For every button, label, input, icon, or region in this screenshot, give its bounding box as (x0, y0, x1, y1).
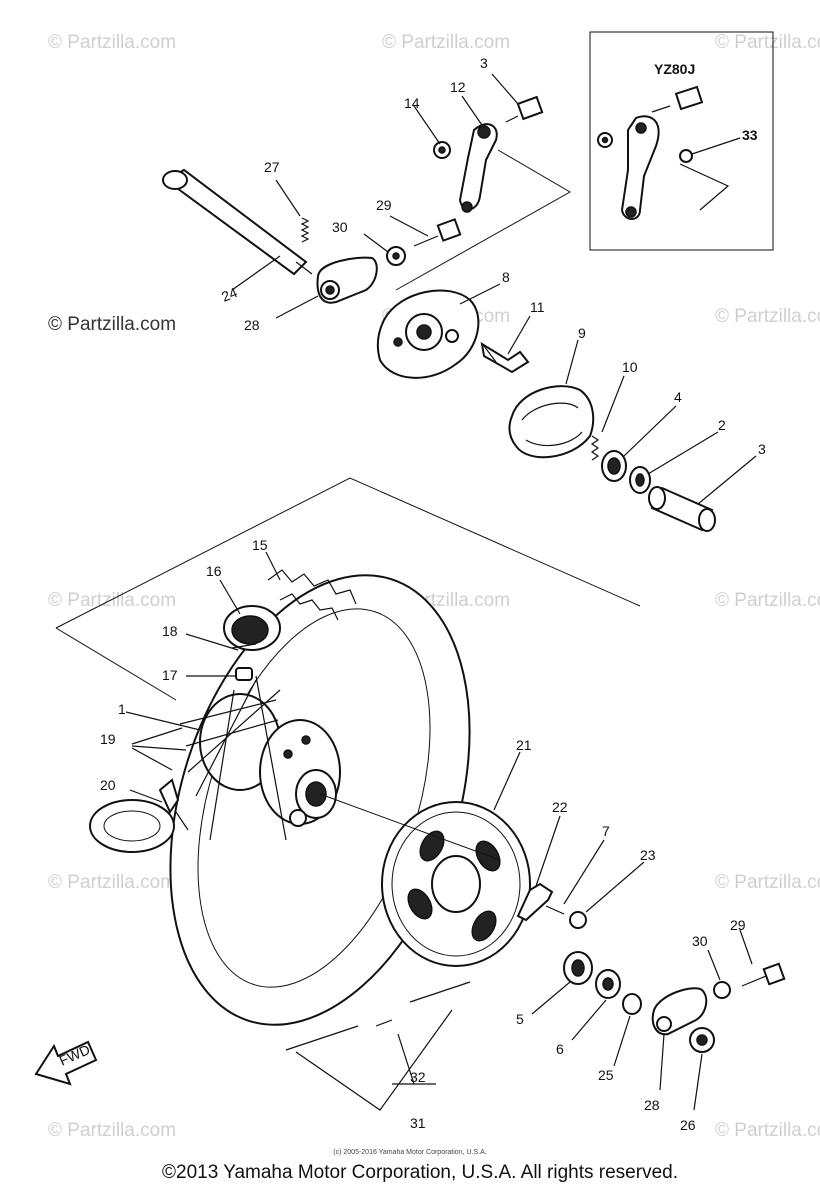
watermark: © Partzilla.com (48, 1120, 176, 1141)
watermark: © Partzilla.com (715, 872, 820, 893)
callout-17: 17 (162, 667, 178, 683)
brake-shoe-plate (376, 289, 480, 379)
callout-1: 1 (118, 701, 126, 717)
callout-30-top: 30 (332, 219, 348, 235)
inner-tube (223, 605, 281, 651)
callout-3: 3 (758, 441, 766, 457)
spacer (595, 969, 621, 999)
callout-25: 25 (598, 1067, 614, 1083)
rear-sprocket (381, 801, 531, 967)
callout-10: 10 (622, 359, 638, 375)
callout-11: 11 (530, 299, 545, 315)
callout-30-bottom: 30 (692, 933, 708, 949)
adjuster-bolt-bottom (741, 962, 786, 987)
callout-28-top: 28 (244, 317, 260, 333)
callout-18: 18 (162, 623, 178, 639)
rear-axle (162, 168, 313, 276)
footer-copyright: ©2013 Yamaha Motor Corporation, U.S.A. A… (162, 1162, 678, 1183)
watermark: © Partzilla.com (715, 306, 820, 327)
callout-22: 22 (552, 799, 568, 815)
callout-16: 16 (206, 563, 222, 579)
watermark: © Partzilla.com (715, 590, 820, 611)
yz80j-inset: YZ80J (589, 31, 774, 251)
leader-33 (691, 137, 741, 155)
callout-31: 31 (410, 1115, 426, 1131)
fwd-arrow: FWD (34, 1040, 98, 1086)
callout-28-bottom: 28 (644, 1097, 660, 1113)
callout-12: 12 (450, 79, 466, 95)
bearing-bottom (563, 951, 593, 985)
chain-puller-bottom (651, 987, 708, 1036)
callout-21: 21 (516, 737, 532, 753)
drive-chain (285, 981, 471, 1051)
callout-20: 20 (100, 777, 116, 793)
axle-nut (689, 1027, 715, 1053)
adjuster-spring (300, 217, 310, 243)
callout-6: 6 (556, 1041, 564, 1057)
callout-33: 33 (742, 127, 758, 143)
callout-7: 7 (602, 823, 610, 839)
watermark-dark: © Partzilla.com (48, 314, 176, 335)
watermark: © Partzilla.com (48, 590, 176, 611)
callout-15: 15 (252, 537, 268, 553)
callout-13: 3 (480, 55, 488, 71)
callout-29-top: 29 (376, 197, 392, 213)
collar (648, 486, 716, 532)
inset-bolt (651, 85, 704, 113)
axle-collar (622, 993, 642, 1015)
callout-labels: 3 12 14 27 29 30 24 28 8 11 9 10 4 2 3 3… (100, 55, 766, 1133)
watermarks: © Partzilla.com © Partzilla.com © Partzi… (48, 32, 820, 1141)
oil-seal (629, 466, 651, 494)
valve-cap (235, 667, 253, 681)
callout-26: 26 (680, 1117, 696, 1133)
guide-line-mid (55, 477, 641, 629)
shoe-spring (590, 435, 600, 461)
lock-washer (516, 882, 554, 922)
lever-nut (433, 141, 451, 159)
callout-29-bottom: 29 (730, 917, 746, 933)
callout-5: 5 (516, 1011, 524, 1027)
callout-4: 4 (674, 389, 682, 405)
nut-top (386, 246, 406, 266)
callout-8: 8 (502, 269, 510, 285)
brake-cam-lever (458, 123, 498, 213)
sprocket-nut (569, 911, 587, 929)
callout-23: 23 (640, 847, 656, 863)
callout-14: 14 (404, 95, 420, 111)
brake-camshaft (480, 341, 530, 374)
watermark: © Partzilla.com (715, 1120, 820, 1141)
brake-shoe (508, 385, 595, 459)
callout-9: 9 (578, 325, 586, 341)
inset-frame (589, 31, 774, 251)
inset-title: YZ80J (654, 61, 695, 77)
callout-24: 24 (219, 284, 240, 305)
callout-19: 19 (100, 731, 116, 747)
rim-band (231, 643, 257, 649)
watermark: © Partzilla.com (715, 32, 820, 53)
spokes (179, 675, 287, 841)
rim-lock (89, 778, 189, 853)
callout-27: 27 (264, 159, 280, 175)
leader-lines (125, 73, 757, 1111)
watermark: © Partzilla.com (48, 32, 176, 53)
lever-bolt (505, 95, 544, 123)
chain-puller-top (316, 256, 378, 304)
watermark: © Partzilla.com (48, 872, 176, 893)
callout-2: 2 (718, 417, 726, 433)
inset-washer (679, 149, 693, 163)
rear-hub (199, 693, 341, 827)
watermark: © Partzilla.com (382, 32, 510, 53)
bearing-top (601, 450, 627, 482)
guide-line-top (395, 149, 572, 291)
small-copyright: (c) 2005-2016 Yamaha Motor Corporation, … (333, 1149, 487, 1156)
bolt-top (413, 218, 462, 247)
callout-32: 32 (410, 1069, 426, 1085)
adjuster-nut-bottom (713, 981, 731, 999)
inset-adjuster-arm (620, 115, 660, 220)
sprocket-bolt (545, 905, 565, 915)
